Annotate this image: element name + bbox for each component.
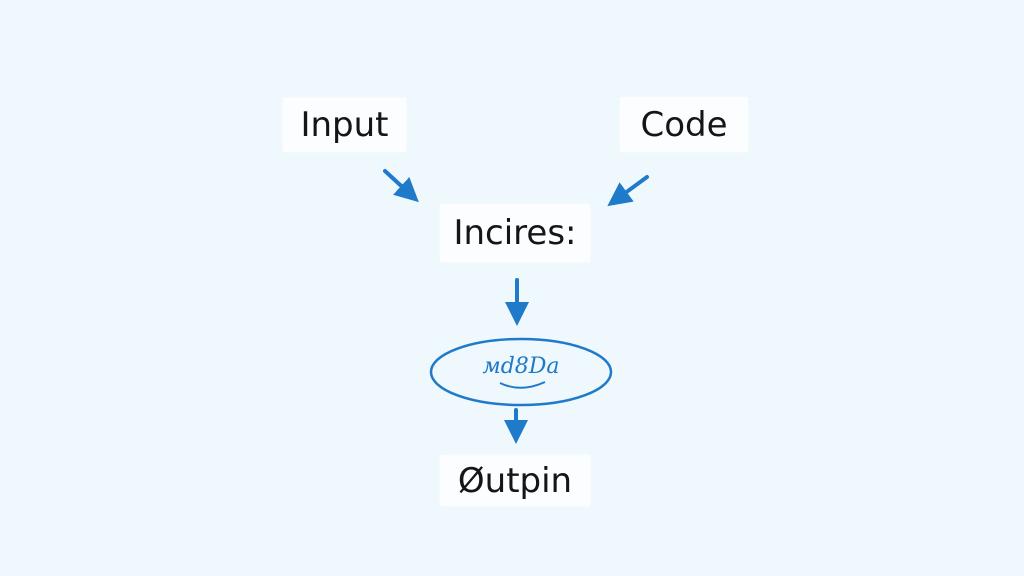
node-input: Input [283, 98, 406, 152]
node-output: Øutpin [440, 455, 590, 506]
node-code: Code [620, 97, 748, 152]
arrow-code-to-process [607, 175, 649, 207]
ellipse-node [429, 337, 613, 407]
node-process-label: Incires: [453, 213, 577, 253]
smile-swoosh [499, 381, 546, 389]
ellipse-label: мd8Da [482, 354, 560, 379]
node-code-label: Code [640, 104, 728, 145]
node-output-label: Øutpin [457, 460, 573, 501]
arrow-input-to-process [383, 169, 419, 203]
node-process: Incires: [440, 204, 590, 262]
node-input-label: Input [300, 105, 389, 145]
